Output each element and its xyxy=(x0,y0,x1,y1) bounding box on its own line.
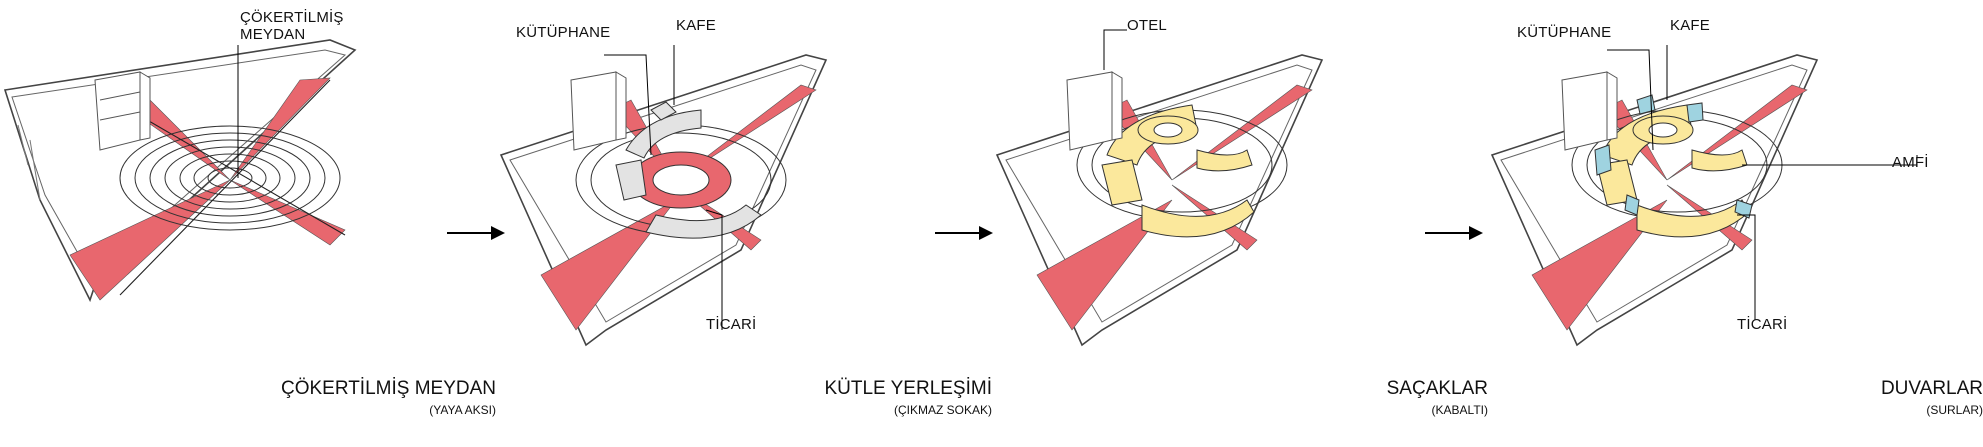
diagram-panel-2: KÜTÜPHANE KAFE TİCARİ KÜTLE YERLEŞİMİ (Ç… xyxy=(496,0,992,447)
site-plan-mass-placement xyxy=(499,45,828,347)
label-kutuphane: KÜTÜPHANE xyxy=(1517,24,1612,41)
right-arrow xyxy=(935,225,995,246)
site-plan-sunken-plaza xyxy=(3,39,357,303)
label-ticari: TİCARİ xyxy=(1737,316,1788,333)
panel-subtitle: (SURLAR) xyxy=(1926,403,1983,417)
right-arrow xyxy=(447,225,507,246)
site-plan-walls xyxy=(1490,45,1918,347)
diagram-panel-4: KÜTÜPHANE KAFE AMFİ TİCARİ DUVARLAR (SUR… xyxy=(1487,0,1983,447)
label-ticari: TİCARİ xyxy=(706,316,757,333)
label-kafe: KAFE xyxy=(1670,17,1710,34)
panel-title: SAÇAKLAR xyxy=(1386,378,1488,399)
right-arrow xyxy=(1425,225,1485,246)
right-arrow-icon xyxy=(1425,226,1483,240)
panel-title: ÇÖKERTİLMİŞ MEYDAN xyxy=(280,378,496,399)
panel-subtitle: (KABALTI) xyxy=(1431,403,1488,417)
panel-title: DUVARLAR xyxy=(1880,378,1983,399)
panel-subtitle: (ÇIKMAZ SOKAK) xyxy=(893,403,992,417)
label-otel: OTEL xyxy=(1127,17,1167,34)
right-arrow-icon xyxy=(935,226,993,240)
site-plan-eaves xyxy=(995,29,1324,347)
right-arrow-icon xyxy=(447,226,505,240)
panel-subtitle: (YAYA AKSI) xyxy=(429,403,496,417)
label-kutuphane: KÜTÜPHANE xyxy=(516,24,611,41)
diagram-panel-3: OTEL SAÇAKLAR (KABALTI) xyxy=(992,0,1488,447)
label-meydan: MEYDAN xyxy=(240,26,306,43)
label-amfi: AMFİ xyxy=(1892,154,1929,171)
diagram-panel-1: ÇÖKERTİLMİŞ MEYDAN ÇÖKERTİLMİŞ MEYDAN (Y… xyxy=(0,0,496,447)
label-kafe: KAFE xyxy=(676,17,716,34)
panel-title: KÜTLE YERLEŞİMİ xyxy=(824,378,992,399)
label-cokertilmis: ÇÖKERTİLMİŞ xyxy=(240,9,344,26)
